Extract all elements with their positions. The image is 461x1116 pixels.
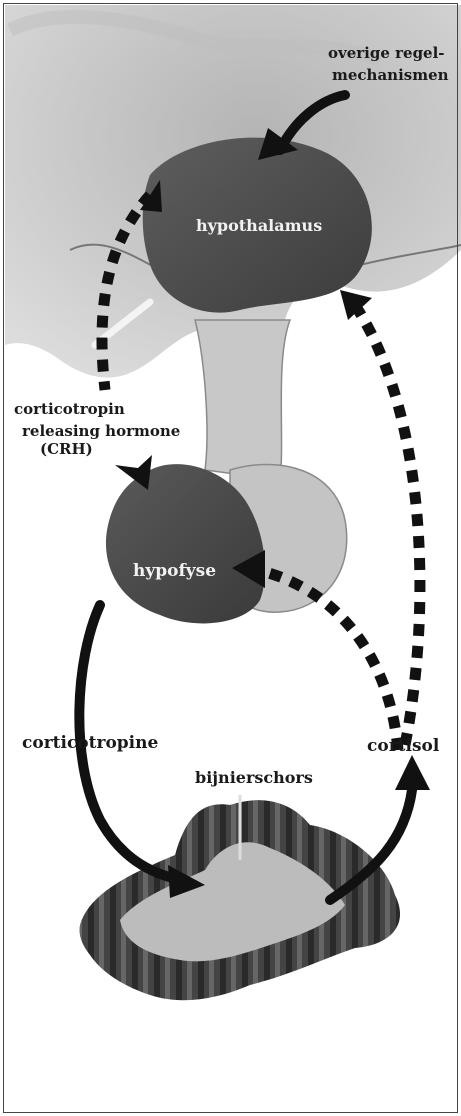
label-crh-3: (CRH) — [40, 442, 93, 458]
label-corticotropine: corticotropine — [22, 735, 158, 753]
label-other-mechanisms-1: overige regel- — [328, 46, 445, 62]
label-hypofyse: hypofyse — [133, 563, 216, 581]
label-bijnierschors: bijnierschors — [195, 770, 313, 787]
label-hypothalamus: hypothalamus — [196, 218, 322, 235]
label-cortisol: cortisol — [367, 738, 439, 756]
label-other-mechanisms-2: mechanismen — [332, 68, 449, 84]
label-crh-2: releasing hormone — [22, 424, 180, 440]
diagram-frame — [3, 3, 458, 1113]
label-crh-1: corticotropin — [14, 402, 125, 418]
